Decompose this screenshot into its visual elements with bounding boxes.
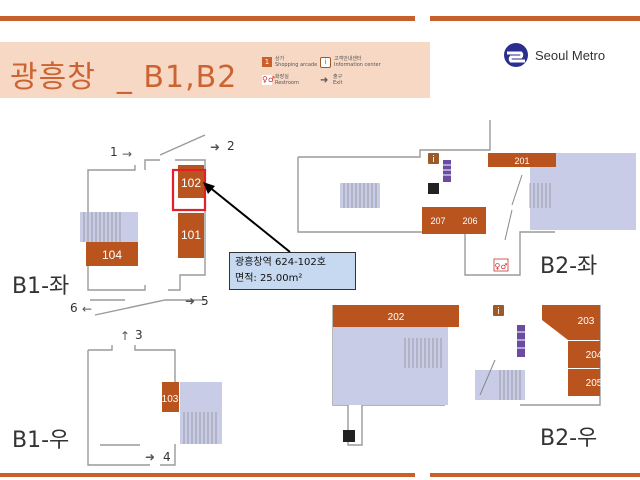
- popup-area: 면적: 25.00m²: [235, 273, 303, 284]
- elevator-icon: [343, 430, 355, 442]
- seoul-metro-logo-icon: [504, 43, 528, 67]
- shop-104[interactable]: [86, 242, 138, 266]
- pointer-arrowhead: [203, 182, 215, 194]
- legend-label-en: Shopping arcade: [275, 62, 318, 68]
- b1-right-plan: [87, 345, 222, 466]
- b2-left-stair-2: [529, 183, 551, 208]
- seoul-metro-logo: Seoul Metro: [503, 42, 605, 68]
- shop-202[interactable]: [333, 305, 459, 327]
- exit-2: 2: [227, 139, 235, 153]
- arrow-up-icon: ↑: [120, 329, 130, 343]
- arrow-right-icon: ➜: [145, 450, 155, 464]
- b2-right-stair-2: [499, 370, 521, 400]
- pointer-arrow: [207, 185, 291, 253]
- b2-right-area: [333, 327, 448, 405]
- b2-left-plan: [297, 120, 636, 276]
- exit-5: 5: [201, 294, 209, 308]
- info-icon-glyph: i: [432, 155, 435, 165]
- arrow-left-icon: →: [122, 147, 132, 161]
- shop-204[interactable]: [568, 341, 600, 368]
- shop-101[interactable]: [178, 213, 204, 258]
- b1-right-stair-area: [180, 382, 222, 444]
- info-icon: [428, 153, 439, 164]
- arrow-right-icon: ➜: [185, 294, 195, 308]
- exit-6: 6: [70, 301, 78, 315]
- legend-label-en: Exit: [333, 80, 343, 86]
- shop-205-label: 205: [586, 378, 603, 389]
- shop-206-label: 206: [462, 216, 477, 226]
- shop-206[interactable]: [454, 207, 486, 234]
- selected-shop-highlight: [171, 168, 207, 212]
- legend-label-en: Restroom: [275, 80, 299, 86]
- floor-label-b2-left: B2-좌: [540, 254, 598, 279]
- restroom-icon: [493, 258, 509, 272]
- b2-left-stair: [343, 183, 377, 208]
- shop-info-popup: 광흥창역 624-102호 면적: 25.00m²: [229, 252, 356, 290]
- b2-right-plan: [332, 305, 601, 446]
- shop-102-label: 102: [181, 176, 201, 190]
- floor-label-b1-right: B1-우: [12, 428, 70, 453]
- restroom-icon: ♀♂: [262, 75, 276, 85]
- shop-104-label: 104: [102, 248, 122, 262]
- exit-4: 4: [163, 450, 171, 464]
- shop-207-label: 207: [430, 216, 445, 226]
- brand-name: Seoul Metro: [535, 47, 606, 63]
- shop-legend-icon: 1: [262, 57, 272, 67]
- b1-left-stair-area: [80, 212, 138, 242]
- shop-205[interactable]: [568, 369, 600, 396]
- b2-left-escalator: [443, 160, 451, 182]
- b1-left-stair: [83, 212, 121, 242]
- bottom-bar-right: [430, 473, 640, 477]
- b2-right-escalator: [517, 325, 525, 357]
- legend-label: 고객안내센터: [334, 56, 362, 62]
- elevator-icon: [428, 183, 439, 194]
- shop-103-label: 103: [162, 394, 179, 405]
- shop-201[interactable]: [488, 153, 556, 167]
- svg-text:♀♂: ♀♂: [494, 262, 507, 271]
- top-bar-right: [430, 16, 640, 21]
- b2-right-stair: [404, 338, 442, 368]
- b1-left-plan: [80, 134, 206, 316]
- shop-204-label: 204: [586, 350, 603, 361]
- info-icon: i: [320, 56, 331, 68]
- page-title: 광흥창 _ B1,B2: [10, 60, 238, 95]
- arrow-right-icon: ➜: [320, 74, 329, 86]
- exit-3: 3: [135, 328, 143, 342]
- header-band: [0, 42, 430, 98]
- exit-1: 1: [110, 145, 118, 159]
- popup-shop-id: 광흥창역 624-102호: [235, 257, 326, 268]
- shop-201-label: 201: [514, 156, 529, 166]
- arrow-left-icon: ←: [82, 302, 92, 316]
- shop-203-label: 203: [578, 316, 595, 327]
- bottom-bar-left: [0, 473, 415, 477]
- top-bar-left: [0, 16, 415, 21]
- arrow-right-icon: ➜: [210, 140, 220, 154]
- shop-202-label: 202: [388, 312, 405, 323]
- info-icon: [493, 305, 504, 316]
- shop-101-label: 101: [181, 228, 201, 242]
- shop-103[interactable]: [162, 382, 179, 412]
- legend-label: 출구: [333, 74, 343, 80]
- floor-label-b2-right: B2-우: [540, 426, 598, 451]
- legend-label: 상가: [275, 56, 285, 62]
- shop-203[interactable]: [542, 305, 600, 340]
- svg-text:i: i: [497, 307, 500, 317]
- floor-label-b1-left: B1-좌: [12, 274, 70, 299]
- legend-label: 화장실: [275, 74, 289, 80]
- legend-label-en: Information center: [334, 62, 381, 68]
- shop-207[interactable]: [422, 207, 454, 234]
- b1-right-stair: [183, 412, 217, 444]
